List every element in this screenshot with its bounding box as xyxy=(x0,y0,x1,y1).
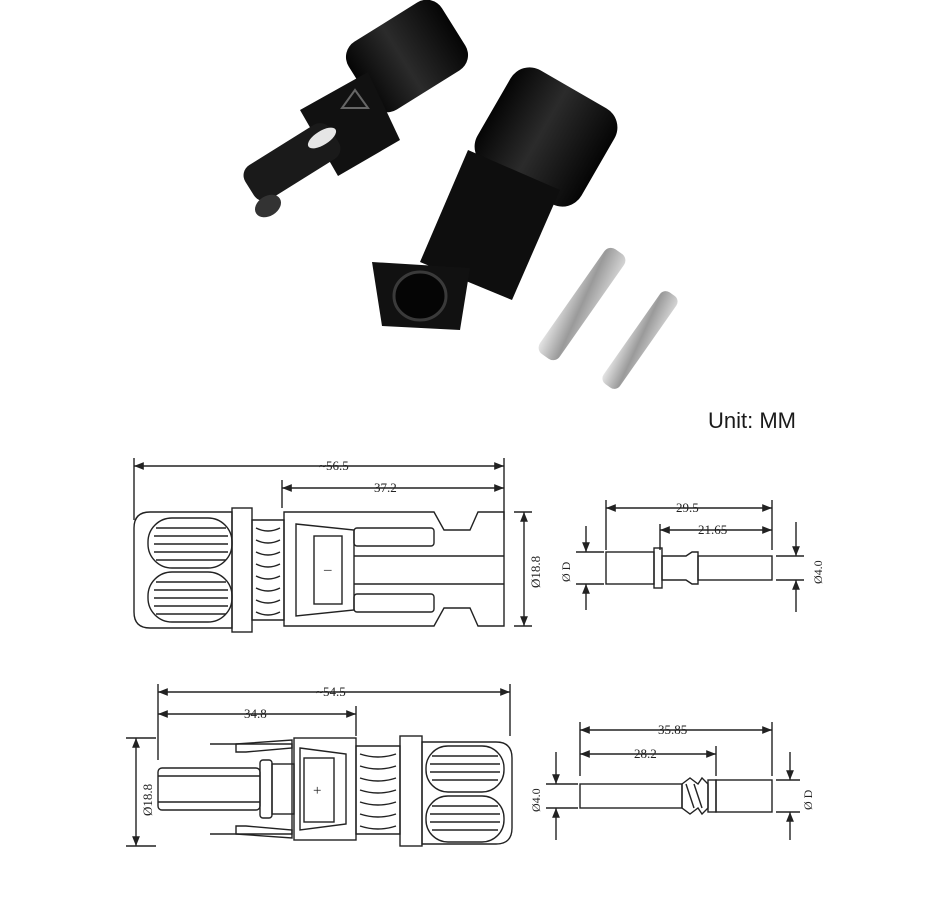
grip-rib xyxy=(425,745,505,793)
female-polarity: – xyxy=(323,562,332,578)
male-pin-right-diameter: Ø D xyxy=(801,789,815,810)
female-pin-overall-length: 29.5 xyxy=(676,500,699,515)
photo-metal-pins xyxy=(538,247,678,389)
cap-shape xyxy=(345,0,469,113)
female-pin-right-diameter: Ø4.0 xyxy=(811,560,825,584)
pin-barrel xyxy=(605,551,655,585)
pin-collar xyxy=(707,779,717,813)
pin-sleeve xyxy=(157,767,261,811)
male-pin-left-diameter: Ø4.0 xyxy=(529,788,543,812)
seal-ring xyxy=(259,759,273,819)
tube-opening xyxy=(254,194,282,218)
polarity-frame xyxy=(303,757,335,823)
female-overall-length: ~56.5 xyxy=(319,458,349,473)
female-pin-length: 21.65 xyxy=(698,522,727,537)
male-body-length: 34.8 xyxy=(244,706,267,721)
photo-male-connector xyxy=(243,0,469,218)
female-diameter: Ø18.8 xyxy=(528,556,543,588)
pin-collar xyxy=(653,547,663,589)
photo-female-connector xyxy=(372,67,618,330)
female-pin-left-diameter: Ø D xyxy=(559,561,573,582)
socket-opening xyxy=(392,270,448,322)
pin-neck xyxy=(661,551,699,585)
male-diameter: Ø18.8 xyxy=(140,784,155,816)
thread-section xyxy=(251,519,285,621)
male-connector-drawing xyxy=(126,684,513,847)
flange xyxy=(399,735,423,847)
body-shape xyxy=(420,150,560,300)
pin-shaft xyxy=(697,555,773,581)
seal-ring xyxy=(307,127,337,149)
male-pin-length: 28.2 xyxy=(634,746,657,761)
pin-spring-contact xyxy=(681,776,709,816)
male-metal-pin xyxy=(602,291,678,389)
polarity-frame xyxy=(313,535,343,605)
male-polarity: + xyxy=(313,783,321,799)
latch-plate xyxy=(299,747,347,831)
nut-outline xyxy=(421,741,513,845)
female-pin-drawing xyxy=(576,500,804,612)
pin-shaft xyxy=(579,783,683,809)
window-slot xyxy=(353,593,435,613)
pin-barrel xyxy=(715,779,773,813)
window-slot xyxy=(353,527,435,547)
warning-triangle-icon xyxy=(340,88,370,109)
body-outline xyxy=(283,511,505,627)
male-overall-length: ~54.5 xyxy=(316,684,346,699)
latch-frame xyxy=(210,743,293,835)
male-pin-drawing xyxy=(546,722,800,840)
male-pin-overall-length: 35.85 xyxy=(658,722,687,737)
female-connector-drawing xyxy=(133,458,532,633)
nut-outline xyxy=(133,511,233,629)
body-front xyxy=(271,763,295,815)
unit-label: Unit: MM xyxy=(708,408,796,433)
thread-section xyxy=(355,745,401,835)
female-body-length: 37.2 xyxy=(374,480,397,495)
latch-arm xyxy=(235,739,293,753)
grip-rib xyxy=(425,795,505,843)
flange xyxy=(231,507,253,633)
latch-arm xyxy=(235,825,293,839)
female-metal-pin xyxy=(538,247,626,361)
